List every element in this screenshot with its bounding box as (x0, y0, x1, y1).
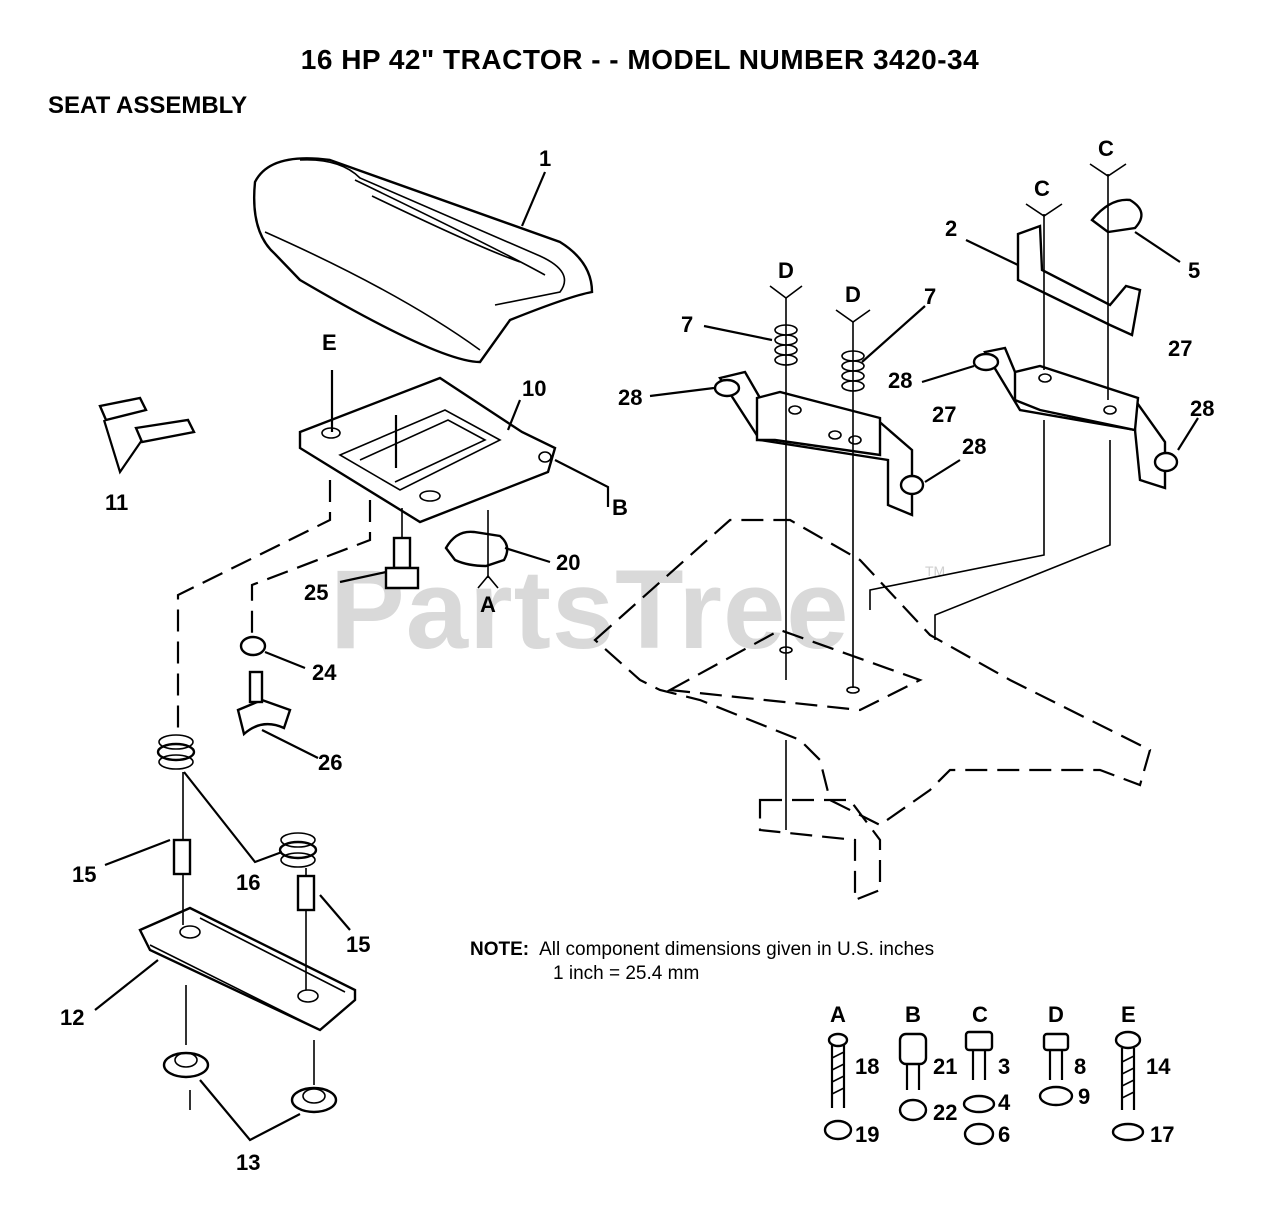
hw-c-letter: C (972, 1002, 988, 1027)
callout-26: 26 (318, 750, 342, 775)
hw-b-letter: B (905, 1002, 921, 1027)
hw-d-bottom: 9 (1078, 1084, 1090, 1109)
ref-c-right: C (1098, 136, 1114, 161)
cable-clip[interactable] (1090, 198, 1143, 234)
shoulder-bolt[interactable] (384, 508, 420, 590)
callout-10: 10 (522, 376, 546, 401)
seat-clips[interactable] (98, 396, 196, 444)
flange-nut-left[interactable] (162, 1051, 210, 1079)
spacer-right[interactable] (296, 874, 316, 912)
callout-13: 13 (236, 1150, 260, 1175)
hw-e-letter: E (1121, 1002, 1136, 1027)
tractor-frame-outline (593, 518, 1152, 902)
callout-1: 1 (539, 146, 551, 171)
callout-28d: 28 (1190, 396, 1214, 421)
seat-pan[interactable] (298, 376, 557, 524)
hw-b-bottom: 22 (933, 1100, 957, 1125)
callout-28c: 28 (962, 434, 986, 459)
ref-e: E (322, 330, 337, 355)
ref-d-left: D (778, 258, 794, 283)
callout-16: 16 (236, 870, 260, 895)
dimension-note: NOTE: All component dimensions given in U… (470, 938, 934, 986)
note-line-2: 1 inch = 25.4 mm (553, 963, 700, 984)
ref-b: B (612, 495, 628, 520)
watermark-trademark: TM (925, 563, 946, 579)
flange-nut-right[interactable] (290, 1086, 338, 1114)
note-line-1: All component dimensions given in U.S. i… (539, 939, 935, 960)
seat-clamp[interactable] (444, 530, 509, 568)
callout-27b: 27 (1168, 336, 1192, 361)
hardware-key (823, 1030, 1145, 1146)
ref-c-left: C (1034, 176, 1050, 201)
hw-e-bottom: 17 (1150, 1122, 1174, 1147)
spacer-28c[interactable] (899, 474, 925, 496)
page-title: 16 HP 42" TRACTOR - - MODEL NUMBER 3420-… (300, 44, 980, 75)
ref-a: A (480, 592, 496, 617)
spacer-28b[interactable] (972, 352, 1000, 372)
hw-c-top: 3 (998, 1054, 1010, 1079)
hardware-c-bolt[interactable] (962, 1030, 996, 1146)
adjustment-knob[interactable] (236, 670, 292, 737)
spacer-28a[interactable] (713, 378, 741, 398)
hw-d-letter: D (1048, 1002, 1064, 1027)
hw-d-top: 8 (1074, 1054, 1086, 1079)
callout-7b: 7 (924, 284, 936, 309)
callout-25: 25 (304, 580, 328, 605)
spring-left[interactable] (156, 734, 196, 770)
callout-15b: 15 (346, 932, 370, 957)
hw-e-top: 14 (1146, 1054, 1171, 1079)
callout-28a: 28 (618, 385, 642, 410)
hw-a-letter: A (830, 1002, 846, 1027)
hardware-a-bolt[interactable] (823, 1032, 853, 1141)
spacer-left[interactable] (172, 838, 192, 876)
seat-cushion[interactable] (253, 157, 594, 364)
callout-12: 12 (60, 1005, 84, 1030)
seat-rail-bracket-right[interactable] (983, 346, 1167, 490)
callout-2: 2 (945, 216, 957, 241)
ref-d-right: D (845, 282, 861, 307)
hw-a-bottom: 19 (855, 1122, 879, 1147)
section-title: SEAT ASSEMBLY (48, 92, 248, 119)
callout-24: 24 (312, 660, 337, 685)
callout-27a: 27 (932, 402, 956, 427)
spacer-28d[interactable] (1153, 451, 1179, 473)
hardware-b-bolt[interactable] (898, 1032, 928, 1122)
note-label: NOTE: (470, 939, 530, 960)
hw-b-top: 21 (933, 1054, 957, 1079)
hw-c-mid: 4 (998, 1090, 1011, 1115)
spring-right[interactable] (278, 832, 318, 868)
lock-nut[interactable] (239, 635, 267, 657)
hardware-e-bolt[interactable] (1111, 1030, 1145, 1142)
callout-20: 20 (556, 550, 580, 575)
hw-a-top: 18 (855, 1054, 879, 1079)
callout-11: 11 (105, 490, 128, 515)
seat-mounting-plate[interactable] (138, 906, 357, 1032)
hardware-d-bolt[interactable] (1038, 1032, 1074, 1107)
callout-7a: 7 (681, 312, 693, 337)
seat-support-bracket[interactable] (1016, 224, 1142, 337)
callout-15a: 15 (72, 862, 96, 887)
callout-5: 5 (1188, 258, 1200, 283)
hw-c-bottom: 6 (998, 1122, 1010, 1147)
seat-rail-bracket-left[interactable] (718, 370, 914, 517)
callout-28b: 28 (888, 368, 912, 393)
